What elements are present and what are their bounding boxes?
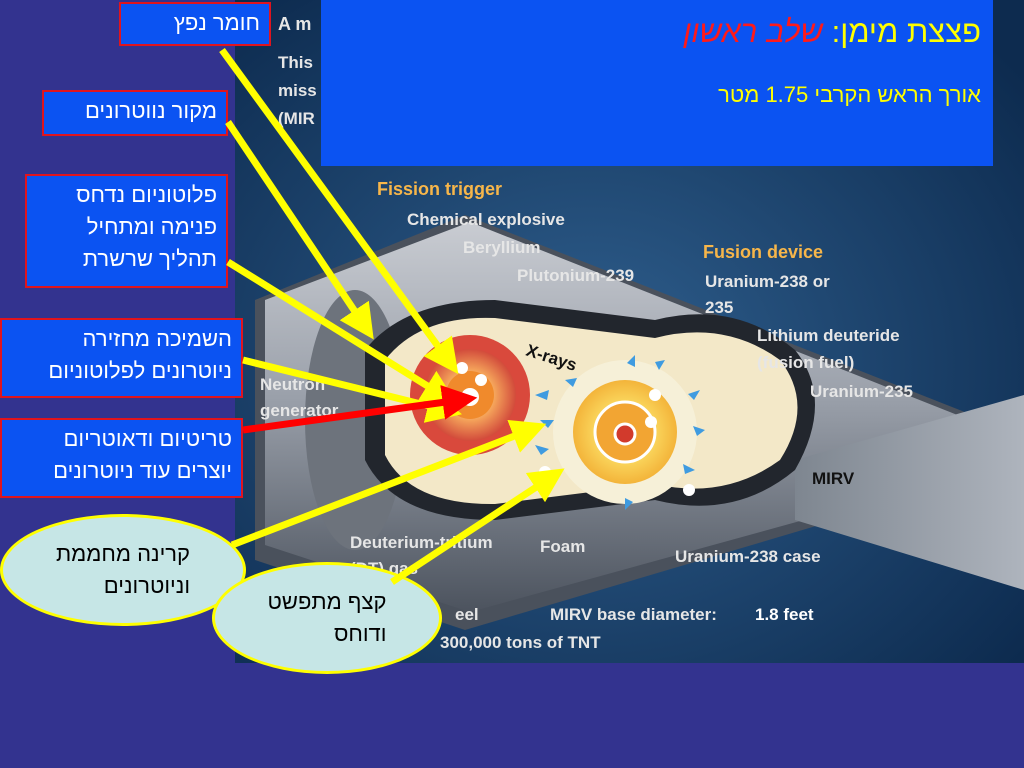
callout-reflector-line1: השמיכה מחזירה bbox=[82, 326, 232, 351]
title-panel: פצצת מימן: שלב ראשון אורך הראש הקרבי 1.7… bbox=[321, 0, 993, 166]
label-foam: Foam bbox=[540, 537, 585, 556]
page-subtitle: אורך הראש הקרבי 1.75 מטר bbox=[718, 82, 981, 107]
label-plutonium: Plutonium-239 bbox=[517, 266, 634, 285]
arrow-tritium bbox=[242, 385, 478, 434]
label-chemical-explosive: Chemical explosive bbox=[407, 210, 565, 229]
bubble-radiation-line1: קרינה מחממת bbox=[55, 541, 191, 567]
callout-neutron-source: מקור נווטרונים bbox=[42, 90, 228, 136]
callout-reflector: השמיכה מחזירה ניוטרונים לפלוטוניום bbox=[0, 318, 243, 398]
image-header-line3: (MIR bbox=[278, 109, 315, 128]
bubble-foam-line2: ודוחס bbox=[333, 621, 387, 646]
label-tnt-yield: 300,000 tons of TNT bbox=[440, 633, 601, 652]
fusion-core bbox=[613, 422, 637, 446]
image-header-line1: This bbox=[278, 53, 313, 72]
bubble-radiation: קרינה מחממת וניוטרונים bbox=[0, 514, 246, 626]
label-fusion-fuel: (fusion fuel) bbox=[757, 353, 854, 372]
image-header-line2: miss bbox=[278, 81, 317, 100]
image-header-a: A m bbox=[278, 14, 311, 34]
label-uranium-235: Uranium-235 bbox=[810, 382, 913, 401]
label-lithium-deuteride: Lithium deuteride bbox=[757, 326, 900, 345]
arrow-explosive bbox=[219, 47, 459, 375]
title-prefix: פצצת מימן: bbox=[831, 14, 981, 49]
callout-plutonium-line1: פלוטוניום נדחס bbox=[76, 182, 217, 207]
arrow-reflector bbox=[242, 356, 462, 423]
label-base-diameter: MIRV base diameter: bbox=[550, 605, 717, 624]
callout-plutonium-line2: פנימה ומתחיל bbox=[86, 213, 217, 239]
cone-nose bbox=[795, 395, 1024, 590]
arrow-neutron-source bbox=[225, 120, 374, 340]
label-fusion-device: Fusion device bbox=[703, 242, 823, 262]
arrow-radiation bbox=[230, 419, 547, 549]
label-mirv: MIRV bbox=[812, 469, 855, 488]
label-steel: eel bbox=[455, 605, 479, 624]
callout-reflector-line2: ניוטרונים לפלוטוניום bbox=[48, 357, 232, 383]
title-stage: שלב ראשון bbox=[683, 14, 823, 49]
label-fission-trigger: Fission trigger bbox=[377, 179, 502, 199]
label-base-value: 1.8 feet bbox=[755, 605, 814, 624]
label-uranium-case: Uranium-238 case bbox=[675, 547, 821, 566]
arrow-plutonium bbox=[226, 259, 457, 405]
callout-explosive-text: חומר נפץ bbox=[173, 10, 260, 35]
callout-tritium: טריטיום ודאוטריום יוצרים עוד ניוטרונים bbox=[0, 418, 243, 498]
bubble-radiation-line2: וניוטרונים bbox=[103, 573, 191, 598]
callout-tritium-line1: טריטיום ודאוטריום bbox=[63, 426, 232, 451]
page-title: פצצת מימן: שלב ראשון bbox=[683, 14, 981, 50]
callout-neutron-source-text: מקור נווטרונים bbox=[84, 98, 217, 123]
label-beryllium: Beryllium bbox=[463, 238, 540, 257]
label-uranium-235-alt: 235 bbox=[705, 298, 733, 317]
arrow-foam bbox=[390, 468, 565, 585]
label-uranium-238-or: Uranium-238 or bbox=[705, 272, 830, 291]
callout-explosive: חומר נפץ bbox=[119, 2, 271, 46]
callout-plutonium: פלוטוניום נדחס פנימה ומתחיל תהליך שרשרת bbox=[25, 174, 228, 288]
bubble-foam-line1: קצף מתפשט bbox=[267, 589, 387, 615]
callout-plutonium-line3: תהליך שרשרת bbox=[82, 245, 217, 271]
bubble-foam: קצף מתפשט ודוחס bbox=[212, 562, 442, 674]
label-generator: generator bbox=[260, 401, 339, 420]
callout-tritium-line2: יוצרים עוד ניוטרונים bbox=[53, 457, 232, 483]
